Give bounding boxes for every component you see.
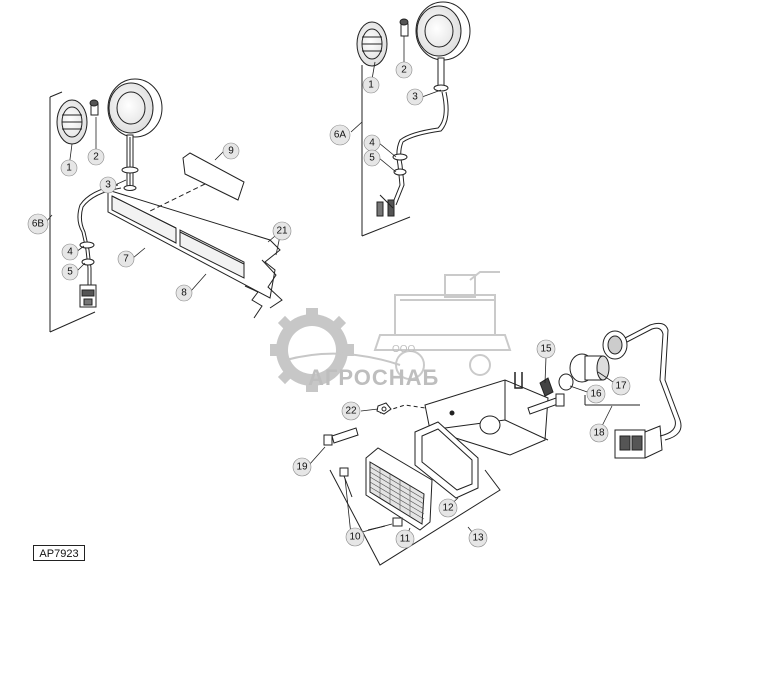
callout-2: 2 xyxy=(395,61,413,79)
svg-text:5: 5 xyxy=(67,267,73,278)
callout-5: 5 xyxy=(363,149,381,167)
decal-9 xyxy=(147,152,245,213)
callout-9: 9 xyxy=(222,142,240,160)
svg-text:11: 11 xyxy=(400,534,411,545)
work-lamp-lens xyxy=(56,99,88,145)
gear-icon xyxy=(270,308,354,392)
svg-text:5: 5 xyxy=(369,153,375,164)
svg-text:2: 2 xyxy=(93,152,99,163)
callout-3: 3 xyxy=(99,176,117,194)
svg-text:21: 21 xyxy=(276,226,288,237)
svg-text:15: 15 xyxy=(540,344,552,355)
callout-2: 2 xyxy=(87,148,105,166)
assembly-6b xyxy=(49,78,163,333)
work-lamp-lens xyxy=(356,21,388,67)
svg-text:1: 1 xyxy=(368,80,374,91)
svg-text:2: 2 xyxy=(401,65,407,76)
callouts: 1 2 3 6A 4 5 1 2 3 6B 4 5 7 8 9 21 22 19… xyxy=(27,61,631,549)
svg-text:3: 3 xyxy=(412,92,418,103)
callout-15: 15 xyxy=(536,339,556,359)
callout-17: 17 xyxy=(611,376,631,396)
work-lamp-housing xyxy=(107,78,163,138)
svg-text:6A: 6A xyxy=(334,130,347,141)
figure-id-label: AP7923 xyxy=(33,545,85,561)
svg-text:10: 10 xyxy=(349,532,361,543)
bulb-part xyxy=(89,99,99,116)
svg-text:1: 1 xyxy=(66,163,72,174)
svg-text:4: 4 xyxy=(369,138,375,149)
callout-8: 8 xyxy=(175,284,193,302)
svg-text:16: 16 xyxy=(590,389,602,400)
svg-text:9: 9 xyxy=(228,146,234,157)
svg-text:7: 7 xyxy=(123,254,129,265)
callout-5: 5 xyxy=(61,263,79,281)
screw-10 xyxy=(367,517,403,531)
callout-3: 3 xyxy=(406,88,424,106)
svg-text:4: 4 xyxy=(67,247,73,258)
bolt-part xyxy=(527,393,565,415)
bulb-part xyxy=(399,18,409,37)
svg-text:22: 22 xyxy=(345,406,357,417)
svg-text:12: 12 xyxy=(442,503,454,514)
rear-lamp-assembly xyxy=(323,322,682,566)
bulb-holder-17 xyxy=(569,353,610,383)
cable-connector xyxy=(79,284,97,308)
seal-ring-16 xyxy=(558,373,574,391)
watermark-company-name: АГРОСНАБ xyxy=(308,365,439,390)
callout-19: 19 xyxy=(292,457,312,477)
bolt-19 xyxy=(323,427,359,446)
callout-1: 1 xyxy=(60,159,78,177)
svg-text:18: 18 xyxy=(593,428,605,439)
rear-lamp-lens xyxy=(365,447,433,531)
lamp-gasket xyxy=(414,421,479,499)
decal-plate xyxy=(107,189,283,319)
wiring-harness-18 xyxy=(602,322,682,459)
callout-13: 13 xyxy=(468,528,488,548)
svg-text:3: 3 xyxy=(105,180,111,191)
socket-15 xyxy=(539,377,554,397)
callout-6a: 6A xyxy=(329,124,351,146)
callout-16: 16 xyxy=(586,384,606,404)
callout-10: 10 xyxy=(345,527,365,547)
callout-4: 4 xyxy=(61,243,79,261)
nut-22 xyxy=(376,402,392,415)
watermark-logo: ООО АГРОСНАБ xyxy=(270,271,512,392)
svg-text:8: 8 xyxy=(181,288,187,299)
callout-22: 22 xyxy=(341,401,361,421)
work-lamp-housing xyxy=(415,1,471,61)
callout-6b: 6B xyxy=(27,213,49,235)
callout-18: 18 xyxy=(589,423,609,443)
callout-11: 11 xyxy=(395,529,415,549)
combine-harvester-icon xyxy=(373,271,512,380)
svg-text:19: 19 xyxy=(296,462,308,473)
callout-12: 12 xyxy=(438,498,458,518)
callout-21: 21 xyxy=(272,221,292,241)
assembly-6a xyxy=(356,1,471,237)
svg-text:6B: 6B xyxy=(32,219,45,230)
callout-4: 4 xyxy=(363,134,381,152)
cable-connector xyxy=(376,194,395,217)
svg-text:17: 17 xyxy=(615,381,627,392)
callout-1: 1 xyxy=(362,76,380,94)
callout-7: 7 xyxy=(117,250,135,268)
svg-text:13: 13 xyxy=(472,533,484,544)
watermark-prefix: ООО xyxy=(392,344,416,355)
